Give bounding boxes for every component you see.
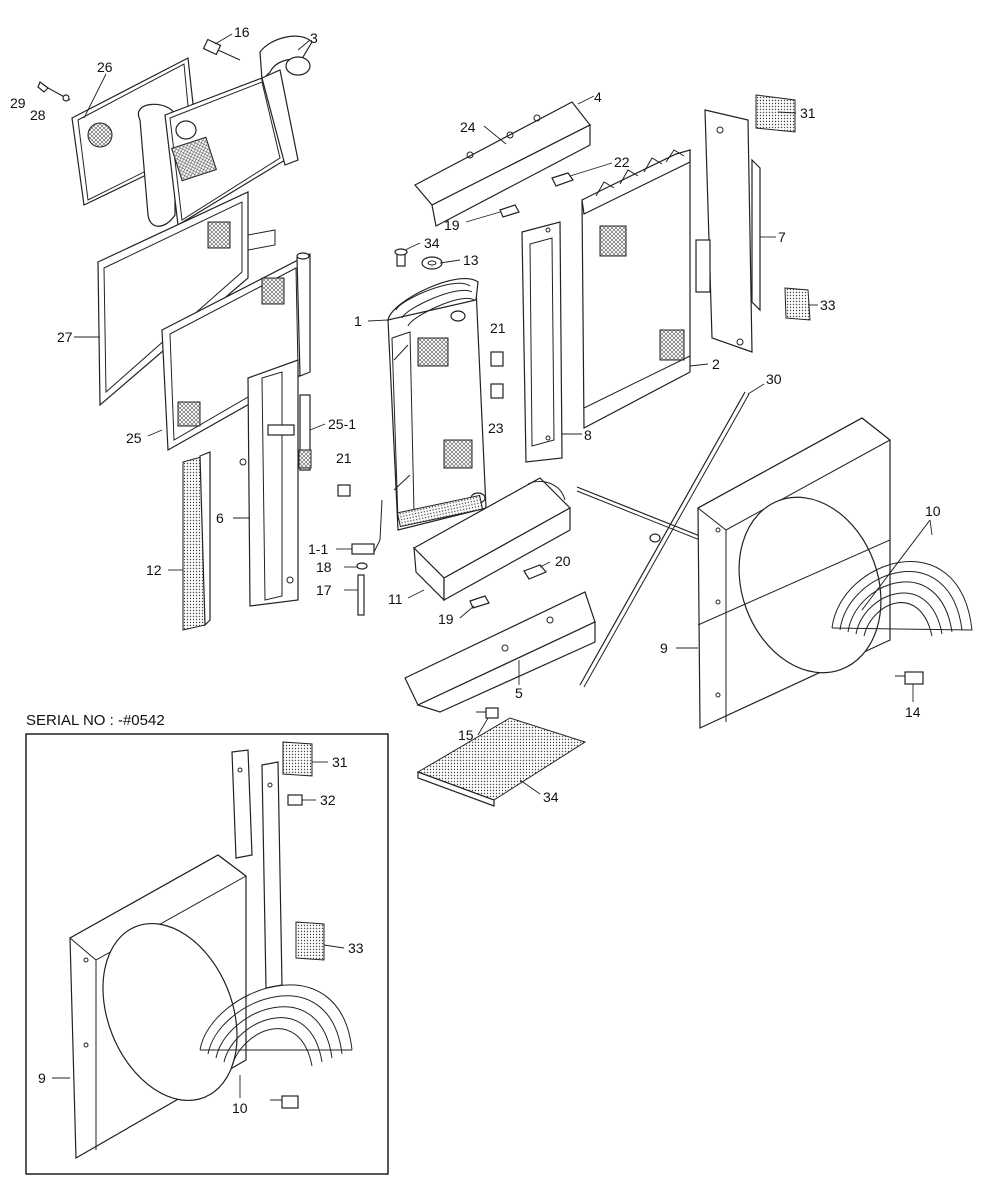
label-3: 3: [310, 30, 318, 46]
label-5: 5: [515, 685, 523, 701]
part-19-pad-b: [469, 595, 490, 609]
part-1-radiator: [387, 277, 487, 531]
label-29: 29: [10, 95, 26, 111]
inset-part-33-foam-pad: [295, 921, 325, 961]
part-18-oring: [356, 562, 368, 570]
inset-label-10: 10: [232, 1100, 248, 1116]
label-19a: 19: [444, 217, 460, 233]
label-28: 28: [30, 107, 46, 123]
part-2-oil-cooler: [581, 149, 691, 429]
label-31: 31: [800, 105, 816, 121]
label-6: 6: [216, 510, 224, 526]
label-1-1: 1-1: [308, 541, 328, 557]
label-19b: 19: [438, 611, 454, 627]
part-27-frame: [97, 191, 276, 407]
leader-lines: [52, 33, 933, 1098]
label-34b: 34: [543, 789, 559, 805]
label-16: 16: [234, 24, 250, 40]
part-29-28-wing-bolt: [37, 81, 71, 102]
label-12: 12: [146, 562, 162, 578]
part-25-1-receiver-drier: [298, 394, 312, 471]
part-21-pad-a: [337, 484, 351, 497]
label-22: 22: [614, 154, 630, 170]
label-26: 26: [97, 59, 113, 75]
part-33-foam-pad: [784, 287, 811, 321]
label-23: 23: [488, 420, 504, 436]
part-17-pipe: [357, 574, 365, 616]
part-20-pad: [523, 564, 547, 580]
label-24: 24: [460, 119, 476, 135]
part-19-pad-a: [499, 204, 520, 218]
inset-label-32: 32: [320, 792, 336, 808]
label-8: 8: [584, 427, 592, 443]
part-4-upper-bracket: [414, 101, 591, 227]
label-30: 30: [766, 371, 782, 387]
callout-labels: 16 3 26 29 28 4 24 22 19 31 7 34 13 1 21…: [10, 24, 941, 1116]
part-22-pad: [551, 172, 574, 187]
label-11: 11: [388, 591, 403, 607]
label-13: 13: [463, 252, 479, 268]
label-15: 15: [458, 727, 474, 743]
inset-label-31: 31: [332, 754, 348, 770]
part-14-bolt: [895, 671, 924, 685]
label-1: 1: [354, 313, 362, 329]
part-6-bracket: [239, 359, 299, 607]
inset-part-31-foam-pad: [282, 741, 313, 777]
part-16-bolt: [202, 38, 241, 61]
part-15-bolt: [476, 707, 499, 719]
part-11-lower-tray: [413, 477, 571, 602]
label-25-1: 25-1: [328, 416, 356, 432]
inset-part-32-clip: [287, 794, 303, 806]
label-4: 4: [594, 89, 602, 105]
part-3-intercooler: [137, 35, 313, 227]
part-34-cap: [394, 248, 408, 267]
part-12-foam-strip: [182, 451, 211, 631]
label-2: 2: [712, 356, 720, 372]
label-9: 9: [660, 640, 668, 656]
inset-part-10-fan-guard: [199, 984, 353, 1067]
label-25: 25: [126, 430, 142, 446]
part-26-cover-plate: [71, 57, 199, 206]
label-18: 18: [316, 559, 332, 575]
part-7-side-plate: [695, 109, 761, 353]
part-21-pad-b: [490, 351, 504, 367]
label-10: 10: [925, 503, 941, 519]
label-27: 27: [57, 329, 73, 345]
inset-side-brackets: [231, 749, 283, 989]
inset-bolt: [270, 1095, 299, 1109]
label-7: 7: [778, 229, 786, 245]
part-10-fan-guard: [831, 519, 973, 637]
part-23-pad: [490, 383, 504, 399]
part-34-mat: [416, 717, 587, 807]
part-8-side-bracket: [521, 221, 563, 463]
inset-label-33: 33: [348, 940, 364, 956]
label-17: 17: [316, 582, 332, 598]
inset-part-9-fan-shroud: [69, 854, 247, 1160]
label-33: 33: [820, 297, 836, 313]
part-13-gasket: [421, 256, 443, 270]
label-20: 20: [555, 553, 571, 569]
part-1-1-valve: [351, 499, 383, 555]
label-21b: 21: [490, 320, 506, 336]
label-14: 14: [905, 704, 921, 720]
inset-box: [25, 733, 389, 1175]
label-34a: 34: [424, 235, 440, 251]
part-5-lower-bracket: [404, 591, 596, 713]
part-31-foam-pad: [755, 94, 796, 133]
inset-label-9: 9: [38, 1070, 46, 1086]
inset-serial-title: SERIAL NO : -#0542: [26, 712, 165, 729]
part-9-fan-shroud: [697, 417, 891, 729]
label-21a: 21: [336, 450, 352, 466]
